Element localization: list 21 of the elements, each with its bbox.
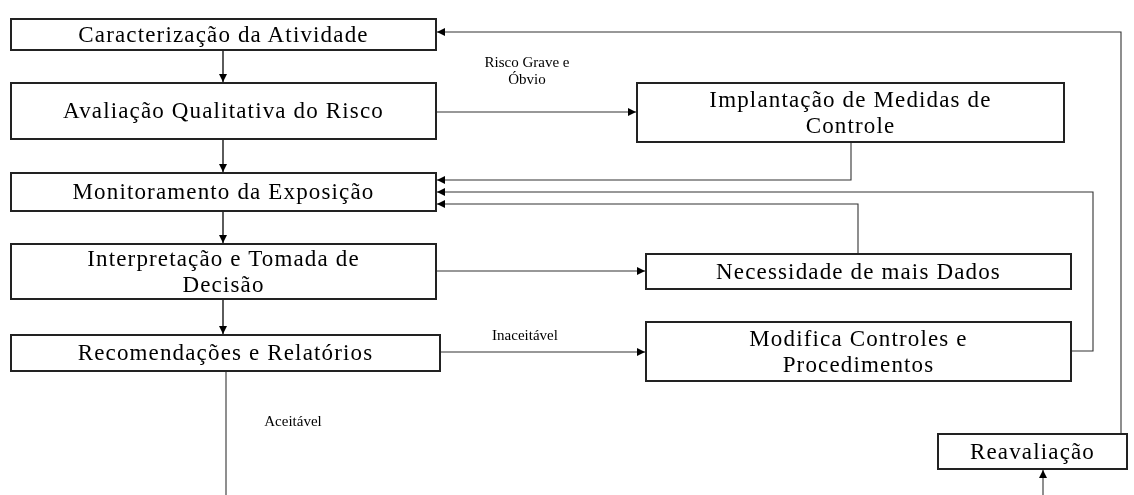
process-box: Reavaliação <box>937 433 1128 470</box>
arrow <box>436 200 859 254</box>
process-box: Interpretação e Tomada de Decisão <box>10 243 437 300</box>
process-box: Implantação de Medidas de Controle <box>636 82 1065 143</box>
arrow <box>436 142 852 184</box>
process-box: Necessidade de mais Dados <box>645 253 1072 290</box>
arrow <box>219 139 227 173</box>
process-box: Modifica Controles e Procedimentos <box>645 321 1072 382</box>
process-box: Avaliação Qualitativa do Risco <box>10 82 437 140</box>
process-box: Recomendações e Relatórios <box>10 334 441 372</box>
arrow <box>436 28 1122 434</box>
arrow <box>440 348 646 356</box>
arrow <box>219 211 227 244</box>
arrow <box>436 108 637 116</box>
arrow <box>1039 469 1047 495</box>
arrow <box>219 299 227 335</box>
arrow <box>219 50 227 83</box>
arrow <box>436 267 646 275</box>
process-box: Caracterização da Atividade <box>10 18 437 51</box>
arrow <box>436 188 1094 352</box>
process-box: Monitoramento da Exposição <box>10 172 437 212</box>
